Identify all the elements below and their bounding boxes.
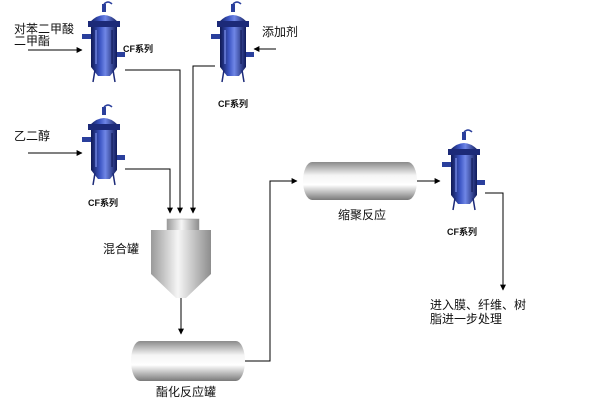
label-mixing-tank: 混合罐 — [103, 242, 140, 256]
label-output-line2: 脂进一步处理 — [430, 312, 503, 326]
filter-vessel-3 — [81, 104, 126, 186]
line-ester-to-poly — [245, 178, 298, 362]
mixing-tank-vessel — [151, 218, 211, 298]
line-filter4-to-output — [485, 192, 506, 291]
label-esterification-tank: 酯化反应罐 — [156, 385, 217, 399]
filter-vessel-1 — [81, 1, 126, 83]
line-filter3-to-mixer — [125, 168, 173, 214]
polycondensation-reactor-vessel — [303, 162, 417, 200]
label-filter-2: CF系列 — [218, 99, 248, 109]
flow-lines — [28, 46, 506, 362]
label-pta-line2: 二甲酯 — [14, 34, 51, 48]
filter-vessel-2 — [210, 1, 255, 83]
label-filter-4: CF系列 — [447, 227, 477, 237]
esterification-tank-vessel — [131, 341, 245, 381]
line-filter1-to-mixer — [125, 69, 183, 214]
label-filter-1: CF系列 — [123, 44, 153, 54]
label-filter-3: CF系列 — [88, 198, 118, 208]
label-pta-line1: 对苯二甲酸 — [14, 22, 75, 36]
line-filter2-to-mixer — [190, 65, 215, 214]
label-polycondensation: 缩聚反应 — [338, 208, 387, 222]
label-glycol: 乙二醇 — [14, 129, 51, 143]
label-additive: 添加剂 — [262, 25, 299, 39]
label-output-line1: 进入膜、纤维、树 — [430, 298, 527, 312]
filter-vessel-4 — [441, 129, 486, 211]
